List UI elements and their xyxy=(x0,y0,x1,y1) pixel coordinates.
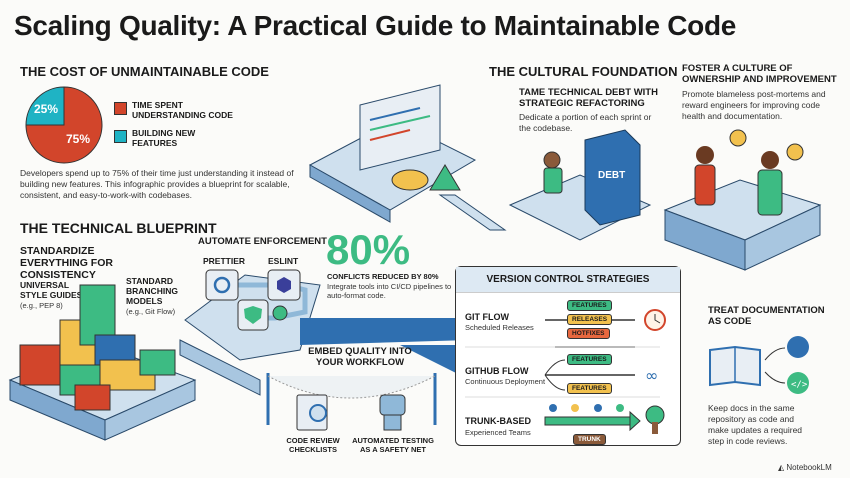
branch-tag-features: FEATURES xyxy=(567,383,612,394)
cost-heading: THE COST OF UNMAINTAINABLE CODE xyxy=(20,64,269,79)
strategy-name-githubflow: GITHUB FLOW xyxy=(465,366,529,376)
safety-net-illustration xyxy=(266,373,437,431)
handshake-illustration xyxy=(663,129,822,271)
eslint-label: ESLINT xyxy=(268,256,299,266)
standardize-title: STANDARDIZE EVERYTHING FOR CONSISTENCY xyxy=(20,245,113,282)
code-review-label: CODE REVIEW CHECKLISTS xyxy=(286,436,340,454)
user-icon xyxy=(549,404,557,412)
strategy-name-gitflow: GIT FLOW xyxy=(465,312,509,322)
branching-label: STANDARD BRANCHING MODELS xyxy=(126,276,178,307)
debt-title: TAME TECHNICAL DEBT WITH STRATEGIC REFAC… xyxy=(519,87,658,109)
ownership-title: FOSTER A CULTURE OF OWNERSHIP AND IMPROV… xyxy=(682,63,837,85)
block-green2 xyxy=(139,349,176,376)
stat-80-percent: 80% xyxy=(326,226,411,273)
gear-icon xyxy=(205,269,239,301)
svg-text:</>: </> xyxy=(791,380,808,390)
stat-label: CONFLICTS REDUCED BY 80% xyxy=(327,272,439,281)
legend-building: BUILDING NEW FEATURES xyxy=(132,128,196,149)
pie-slice-building xyxy=(25,86,65,126)
branch-tag-features: FEATURES xyxy=(567,300,612,311)
strategy-name-trunk: TRUNK-BASED xyxy=(465,416,531,426)
legend-swatch-building xyxy=(114,130,127,143)
strategy-desc-trunk: Experienced Teams xyxy=(465,428,531,437)
page-title: Scaling Quality: A Practical Guide to Ma… xyxy=(14,10,737,41)
block-red xyxy=(19,344,61,386)
branch-tag-hotfixes: HOTFIXES xyxy=(567,328,610,339)
worker-icon xyxy=(543,151,561,169)
blueprint-heading: THE TECHNICAL BLUEPRINT xyxy=(20,220,217,236)
docs-illustration: </> xyxy=(709,336,809,394)
ownership-description: Promote blameless post-mortems and rewar… xyxy=(682,89,826,122)
user-icon xyxy=(571,404,579,412)
debt-box-label: DEBT xyxy=(598,170,626,181)
refactoring-illustration xyxy=(508,129,652,241)
strategy-desc-gitflow: Scheduled Releases xyxy=(465,323,534,332)
lego-blocks-illustration xyxy=(8,284,197,441)
branch-diagrams: ∞ xyxy=(465,309,666,434)
embed-title: EMBED QUALITY INTO YOUR WORKFLOW xyxy=(308,346,412,369)
notebooklm-brand: ◭ NotebookLM xyxy=(778,463,832,472)
stat-description: Integrate tools into CI/CD pipelines to … xyxy=(327,282,452,301)
medal-icon xyxy=(786,143,804,161)
block-red2 xyxy=(74,384,111,411)
pie-label-75: 75% xyxy=(66,132,91,146)
automated-testing-label: AUTOMATED TESTING AS A SAFETY NET xyxy=(352,436,434,454)
lightbulb-icon xyxy=(729,129,747,147)
infinity-icon: ∞ xyxy=(645,366,658,385)
magnifier-icon xyxy=(309,404,327,422)
docs-description: Keep docs in the same repository as code… xyxy=(708,403,803,447)
automation-platform xyxy=(179,269,321,396)
culture-heading: THE CULTURAL FOUNDATION xyxy=(489,64,678,79)
check-circle-icon xyxy=(272,305,288,321)
legend-understanding: TIME SPENT UNDERSTANDING CODE xyxy=(132,100,233,121)
branch-tag-features: FEATURES xyxy=(567,354,612,365)
style-guides-label: UNIVERSAL STYLE GUIDES xyxy=(20,280,83,301)
branching-example: (e.g., Git Flow) xyxy=(126,307,176,316)
debt-description: Dedicate a portion of each sprint or the… xyxy=(519,112,652,134)
pie-label-25: 25% xyxy=(34,102,59,116)
user-icon xyxy=(616,404,624,412)
version-control-heading: VERSION CONTROL STRATEGIES xyxy=(456,267,680,293)
code-icon xyxy=(787,372,809,394)
github-icon xyxy=(787,336,809,358)
cost-pie-chart xyxy=(25,86,103,164)
docs-title: TREAT DOCUMENTATION AS CODE xyxy=(708,305,825,327)
legend-swatch-understanding xyxy=(114,102,127,115)
trunk-arrow xyxy=(544,416,631,426)
tree-icon xyxy=(645,405,665,425)
strategy-desc-githubflow: Continuous Deployment xyxy=(465,377,546,386)
branch-tag-releases: RELEASES xyxy=(567,314,613,325)
notebooklm-logo-icon: ◭ xyxy=(778,463,787,472)
automate-title: AUTOMATE ENFORCEMENT xyxy=(198,236,327,247)
pie-slice-understanding xyxy=(25,86,103,164)
robot-icon xyxy=(379,394,406,416)
user-icon xyxy=(594,404,602,412)
prettier-label: PRETTIER xyxy=(203,256,246,266)
code-monitor-illustration xyxy=(308,84,507,231)
brand-label: NotebookLM xyxy=(786,463,832,472)
cost-description: Developers spend up to 75% of their time… xyxy=(20,168,294,201)
style-guides-example: (e.g., PEP 8) xyxy=(20,301,63,310)
branch-tag-trunk: TRUNK xyxy=(573,434,606,445)
